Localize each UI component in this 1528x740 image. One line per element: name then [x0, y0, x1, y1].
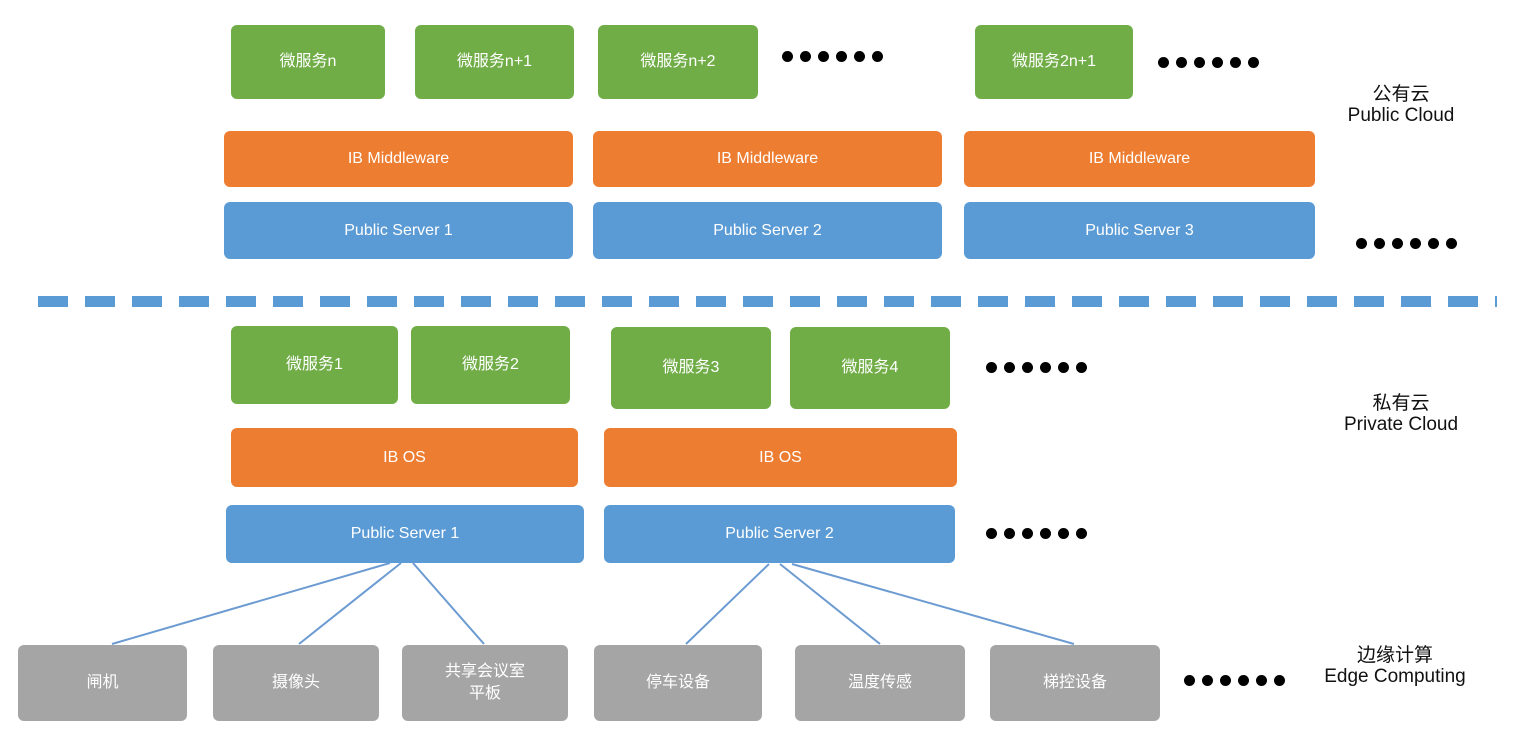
box-private-public-server-2: Public Server 2	[604, 505, 955, 563]
box-microservice-2n1: 微服务2n+1	[975, 25, 1133, 99]
dot	[1076, 362, 1087, 373]
dot	[1058, 528, 1069, 539]
box-device-temperature: 温度传感	[795, 645, 965, 721]
dot	[1392, 238, 1403, 249]
dot	[800, 51, 811, 62]
dot	[1274, 675, 1285, 686]
dot	[1022, 362, 1033, 373]
dot	[782, 51, 793, 62]
box-public-server-2: Public Server 2	[593, 202, 942, 259]
connector-server2-temperature	[779, 563, 881, 645]
dot	[818, 51, 829, 62]
dot	[1256, 675, 1267, 686]
connector-server1-gate	[111, 562, 391, 645]
box-microservice-1: 微服务1	[231, 326, 398, 404]
dot	[1194, 57, 1205, 68]
dot	[1004, 528, 1015, 539]
ellipsis-dots	[986, 528, 1087, 539]
connector-server1-camera	[298, 562, 402, 645]
dot	[1004, 362, 1015, 373]
dot	[836, 51, 847, 62]
edge-computing-label: 边缘计算 Edge Computing	[1295, 645, 1495, 687]
dot	[1022, 528, 1033, 539]
box-ib-os-1: IB OS	[231, 428, 578, 487]
dot	[1176, 57, 1187, 68]
dot	[1410, 238, 1421, 249]
dot	[1202, 675, 1213, 686]
dot	[986, 528, 997, 539]
cloud-boundary-divider	[38, 296, 1497, 307]
public-cloud-label: 公有云 Public Cloud	[1291, 84, 1511, 126]
dot	[1428, 238, 1439, 249]
box-microservice-4: 微服务4	[790, 327, 950, 409]
box-ib-os-2: IB OS	[604, 428, 957, 487]
dot	[1248, 57, 1259, 68]
ellipsis-dots	[782, 51, 883, 62]
connector-server1-meeting-pad	[412, 562, 485, 645]
box-ib-middleware-3: IB Middleware	[964, 131, 1315, 187]
box-public-server-3: Public Server 3	[964, 202, 1315, 259]
dot	[1220, 675, 1231, 686]
dot	[1356, 238, 1367, 249]
dot	[1446, 238, 1457, 249]
dot	[872, 51, 883, 62]
edge-computing-label-en: Edge Computing	[1324, 666, 1466, 687]
box-device-elevator: 梯控设备	[990, 645, 1160, 721]
ellipsis-dots	[1184, 675, 1285, 686]
box-device-meeting-pad: 共享会议室 平板	[402, 645, 568, 721]
dot	[1212, 57, 1223, 68]
box-microservice-n1: 微服务n+1	[415, 25, 574, 99]
box-ib-middleware-2: IB Middleware	[593, 131, 942, 187]
box-microservice-2: 微服务2	[411, 326, 570, 404]
box-device-camera: 摄像头	[213, 645, 379, 721]
box-microservice-3: 微服务3	[611, 327, 771, 409]
private-cloud-label: 私有云 Private Cloud	[1291, 393, 1511, 435]
box-microservice-n2: 微服务n+2	[598, 25, 758, 99]
box-microservice-n: 微服务n	[231, 25, 385, 99]
dot	[1230, 57, 1241, 68]
box-private-public-server-1: Public Server 1	[226, 505, 584, 563]
connector-server2-elevator	[791, 563, 1075, 645]
dot	[1374, 238, 1385, 249]
ellipsis-dots	[1158, 57, 1259, 68]
public-cloud-label-zh: 公有云	[1372, 84, 1430, 105]
private-cloud-label-en: Private Cloud	[1343, 414, 1459, 435]
box-device-gate: 闸机	[18, 645, 187, 721]
dot	[1076, 528, 1087, 539]
edge-computing-label-zh: 边缘计算	[1356, 645, 1433, 666]
dot	[1158, 57, 1169, 68]
dot	[1058, 362, 1069, 373]
box-ib-middleware-1: IB Middleware	[224, 131, 573, 187]
connector-server2-parking	[685, 563, 770, 645]
dot	[854, 51, 865, 62]
ellipsis-dots	[986, 362, 1087, 373]
private-cloud-label-zh: 私有云	[1372, 393, 1430, 414]
dot	[1040, 362, 1051, 373]
box-public-server-1: Public Server 1	[224, 202, 573, 259]
box-device-parking: 停车设备	[594, 645, 762, 721]
dot	[1238, 675, 1249, 686]
dot	[1184, 675, 1195, 686]
public-cloud-label-en: Public Cloud	[1347, 105, 1455, 126]
dot	[1040, 528, 1051, 539]
dot	[986, 362, 997, 373]
ellipsis-dots	[1356, 238, 1457, 249]
